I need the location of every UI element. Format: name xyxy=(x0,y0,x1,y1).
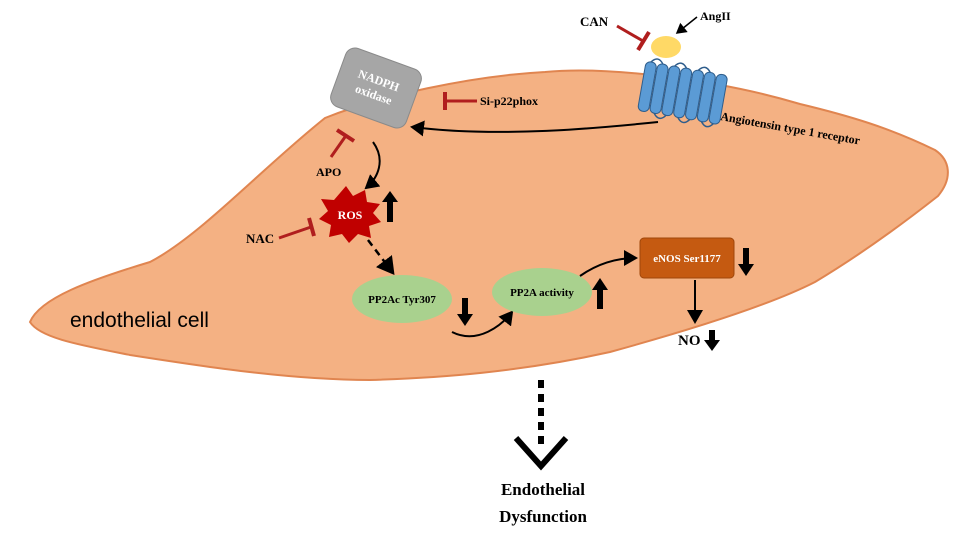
at1-receptor xyxy=(637,58,728,128)
angii-ligand xyxy=(651,36,681,58)
ros-up-arrow xyxy=(382,191,398,222)
receptor-to-nadph-arrow xyxy=(410,120,659,137)
ros-label: ROS xyxy=(338,208,363,222)
pp2ac-to-pp2a-arrow xyxy=(451,310,514,338)
ros-burst xyxy=(319,186,381,243)
endothelial-cell-shape xyxy=(28,69,949,382)
enos-down-arrow xyxy=(738,248,754,276)
pp2a-activity-label: PP2A activity xyxy=(510,287,574,299)
outcome-line1: Endothelial xyxy=(501,480,585,499)
pp2a-to-enos-arrow xyxy=(579,250,638,277)
no-down-arrow xyxy=(704,330,720,351)
ros-to-pp2ac-arrow xyxy=(367,239,395,275)
can-inhibitor-bar xyxy=(636,30,651,52)
can-inhibitor-line xyxy=(616,24,644,43)
angii-pointer-arrow xyxy=(675,16,698,34)
apo-label: APO xyxy=(316,165,341,179)
cell-to-dysfunction-arrowhead xyxy=(513,436,569,471)
cell-label: endothelial cell xyxy=(70,309,209,332)
nac-inhibitor-bar xyxy=(307,217,316,237)
nadph-to-ros-arrow xyxy=(364,141,381,190)
angii-label: AngII xyxy=(700,9,731,23)
outcome-line2: Dysfunction xyxy=(499,507,587,526)
nadph-oxidase: NADPH oxidase xyxy=(330,47,422,129)
pp2ac-node xyxy=(352,275,452,323)
nac-inhibitor-line xyxy=(278,225,312,240)
enos-label: eNOS Ser1177 xyxy=(653,253,721,265)
pp2a-activity-up-arrow xyxy=(592,278,608,309)
apo-inhibitor-bar xyxy=(335,128,356,143)
pp2ac-label: PP2Ac Tyr307 xyxy=(368,294,436,306)
si-p22phox-label: Si-p22phox xyxy=(480,94,538,108)
pp2ac-down-arrow xyxy=(457,298,473,326)
can-label: CAN xyxy=(580,14,609,29)
pp2a-activity-node xyxy=(492,268,592,316)
no-label: NO xyxy=(678,333,701,349)
enos-node xyxy=(639,237,735,279)
apo-inhibitor-line xyxy=(329,136,347,158)
nac-label: NAC xyxy=(246,231,274,246)
